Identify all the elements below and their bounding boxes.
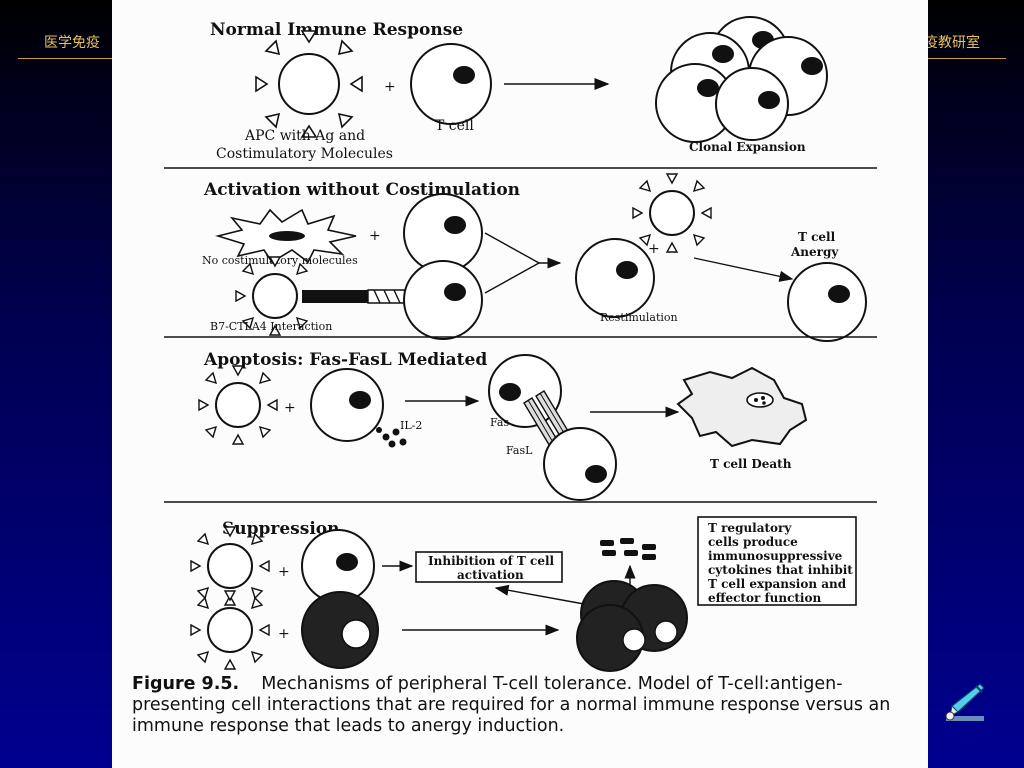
inhibition-label-1: Inhibition of T cell [428,554,555,568]
treg-line: immunosuppressive [708,549,843,563]
header-right-text: 疫教研室 [924,35,980,51]
t-cell [403,260,483,340]
t-cell [410,43,492,125]
treg-line: T regulatory [708,521,792,535]
plus-sign: + [369,228,381,244]
b7-ctla4-interaction [302,289,422,304]
arrow [494,584,585,605]
figure-caption: Figure 9.5.Mechanisms of peripheral T-ce… [132,674,922,737]
treg-box [697,516,857,606]
treg-line: T cell expansion and [708,577,847,591]
anergy-label-2: Anergy [790,245,839,259]
il2-label: IL-2 [400,419,422,432]
dying-t-cell [676,366,808,448]
fasl-label: FasL [506,444,533,457]
normal-response-title: Normal Immune Response [210,20,463,40]
merge-lines [484,232,541,294]
header-rule-left [18,58,112,59]
inhibition-label-2: activation [457,568,524,582]
pen-tool-button[interactable] [940,680,988,724]
anergic-t-cell [787,262,867,342]
plus-sign: + [384,79,396,95]
t-cell [403,193,483,273]
plus-sign: + [278,626,290,642]
plus-sign: + [648,241,660,257]
header-rule-right [922,58,1006,59]
apc-cell [632,173,712,253]
arrow [693,257,794,282]
inhibition-box [415,551,563,583]
apc-label-2: Costimulatory Molecules [216,146,393,162]
apc-label-1: APC with Ag and [244,128,365,144]
apoptosis-title: Apoptosis: Fas-FasL Mediated [203,350,487,370]
tolerance-figure: Normal Immune Response + T cell APC with… [112,0,928,768]
apc-no-costim [215,208,357,264]
b7-ctla4-label: B7-CTLA4 Interaction [210,320,332,333]
fasl-cell [543,427,617,501]
t-cell-restimulation [575,238,655,318]
t-cell [310,368,384,442]
plus-sign: + [278,564,290,580]
cytokine-dashes [600,538,656,560]
no-costim-label: No costimulatory molecules [202,254,358,267]
clonal-expansion-label: Clonal Expansion [689,140,806,154]
anergy-label-1: T cell [798,230,836,244]
suppression-title: Suppression [222,519,339,539]
t-regulatory-cell [301,591,379,669]
pen-icon [945,683,985,721]
il2-dots [376,427,407,448]
treg-line: cytokines that inhibit [708,563,853,577]
t-cell-label: T cell [435,118,474,134]
header-left-text: 医学免疫 [44,35,100,51]
apc-cell [255,30,363,138]
t-cell-death-label: T cell Death [710,457,792,471]
restimulation-label: Restimulation [600,311,678,324]
figure-diagram: Normal Immune Response + T cell APC with… [164,16,877,672]
t-regulatory-cell-cluster [576,580,688,672]
apc-cell [198,365,278,445]
figure-caption-label: Figure 9.5. [132,674,240,694]
figure-caption-text: Mechanisms of peripheral T-cell toleranc… [132,674,891,736]
fas-label: Fas [490,416,509,429]
clonal-expansion-cluster [655,16,828,143]
treg-line: effector function [708,591,821,605]
treg-line: cells produce [708,535,798,549]
plus-sign: + [284,400,296,416]
activation-title: Activation without Costimulation [203,180,520,200]
